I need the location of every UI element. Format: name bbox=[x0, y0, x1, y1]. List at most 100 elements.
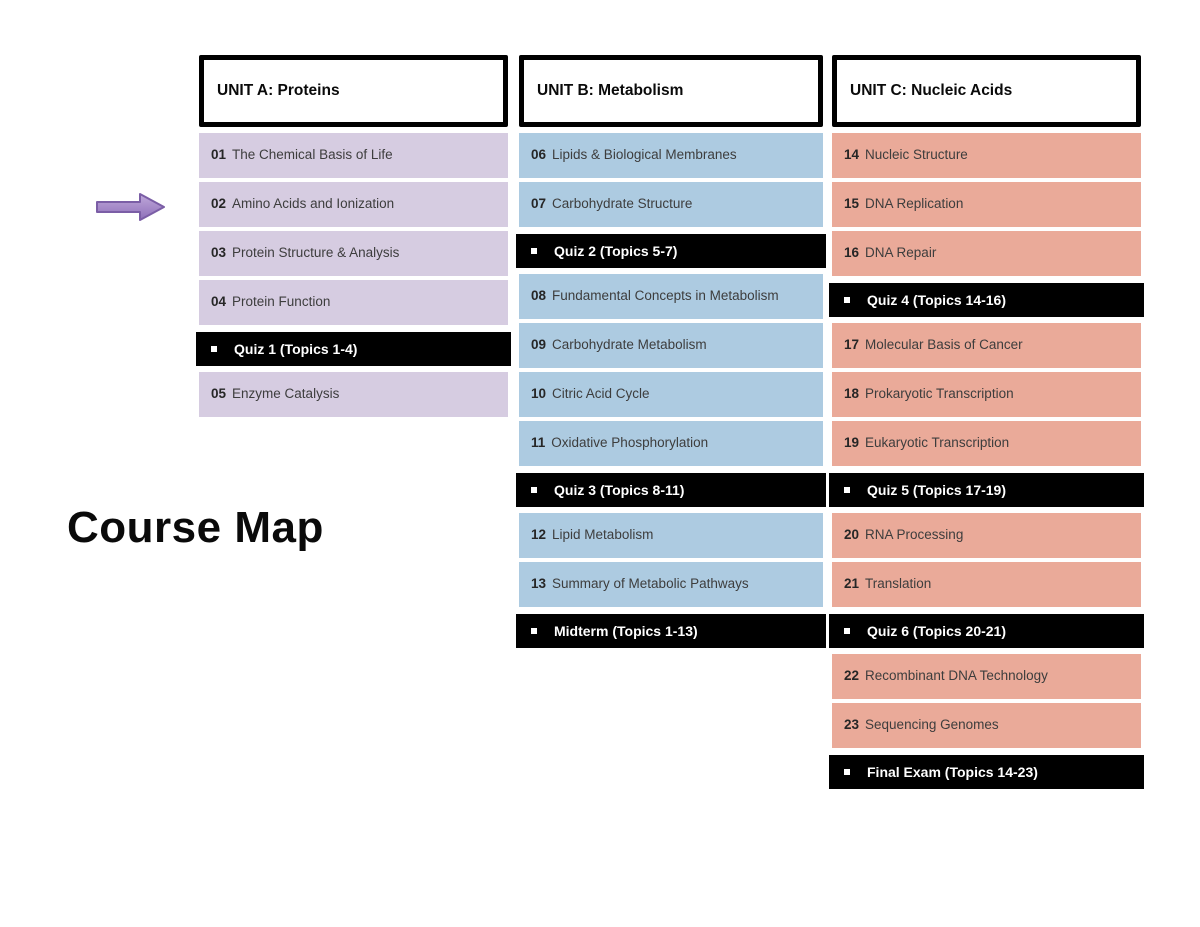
unit-a-column: UNIT A: Proteins 01 The Chemical Basis of… bbox=[196, 55, 511, 417]
topic-title: RNA Processing bbox=[865, 527, 964, 543]
topic-number: 20 bbox=[844, 527, 860, 543]
unit-c-column: UNIT C: Nucleic Acids 14 Nucleic Structur… bbox=[829, 55, 1144, 791]
assessment-label: Quiz 1 (Topics 1-4) bbox=[234, 341, 358, 357]
assessment-label: Quiz 2 (Topics 5-7) bbox=[554, 243, 678, 259]
topic-row-12: 12 Lipid Metabolism bbox=[519, 513, 823, 558]
topic-title: Citric Acid Cycle bbox=[552, 386, 650, 402]
bullet-square-icon bbox=[531, 487, 537, 493]
topic-number: 03 bbox=[211, 245, 227, 261]
topic-row-21: 21 Translation bbox=[832, 562, 1141, 607]
topic-title: DNA Repair bbox=[865, 245, 937, 261]
topic-title: Enzyme Catalysis bbox=[232, 386, 340, 402]
topic-row-20: 20 RNA Processing bbox=[832, 513, 1141, 558]
assessment-row: Quiz 5 (Topics 17-19) bbox=[829, 473, 1144, 507]
topic-title: Fundamental Concepts in Metabolism bbox=[552, 288, 779, 304]
unit-b-header: UNIT B: Metabolism bbox=[519, 55, 823, 127]
topic-title: Recombinant DNA Technology bbox=[865, 668, 1048, 684]
assessment-row: Quiz 2 (Topics 5-7) bbox=[516, 234, 826, 268]
topic-number: 23 bbox=[844, 717, 860, 733]
topic-number: 16 bbox=[844, 245, 860, 261]
topic-number: 13 bbox=[531, 576, 547, 592]
topic-title: Protein Structure & Analysis bbox=[232, 245, 400, 261]
topic-number: 12 bbox=[531, 527, 547, 543]
unit-b-header-label: UNIT B: Metabolism bbox=[537, 82, 684, 99]
topic-number: 04 bbox=[211, 294, 227, 310]
topic-title: Nucleic Structure bbox=[865, 147, 968, 163]
topic-row-01: 01 The Chemical Basis of Life bbox=[199, 133, 508, 178]
bullet-square-icon bbox=[531, 248, 537, 254]
topic-row-14: 14 Nucleic Structure bbox=[832, 133, 1141, 178]
bullet-square-icon bbox=[844, 487, 850, 493]
assessment-row: Midterm (Topics 1-13) bbox=[516, 614, 826, 648]
assessment-label: Midterm (Topics 1-13) bbox=[554, 623, 698, 639]
topic-title: Oxidative Phosphorylation bbox=[551, 435, 709, 451]
topic-row-15: 15 DNA Replication bbox=[832, 182, 1141, 227]
topic-number: 21 bbox=[844, 576, 860, 592]
assessment-label: Quiz 5 (Topics 17-19) bbox=[867, 482, 1006, 498]
topic-number: 06 bbox=[531, 147, 547, 163]
topic-number: 15 bbox=[844, 196, 860, 212]
topic-number: 22 bbox=[844, 668, 860, 684]
topic-title: DNA Replication bbox=[865, 196, 964, 212]
topic-number: 11 bbox=[531, 435, 546, 451]
unit-a-header-label: UNIT A: Proteins bbox=[217, 82, 340, 99]
topic-row-10: 10 Citric Acid Cycle bbox=[519, 372, 823, 417]
topic-title: Prokaryotic Transcription bbox=[865, 386, 1014, 402]
topic-number: 14 bbox=[844, 147, 860, 163]
topic-title: Amino Acids and Ionization bbox=[232, 196, 395, 212]
current-topic-arrow bbox=[95, 191, 167, 223]
assessment-row: Quiz 1 (Topics 1-4) bbox=[196, 332, 511, 366]
right-block-arrow-icon bbox=[96, 193, 165, 221]
topic-title: Carbohydrate Structure bbox=[552, 196, 693, 212]
unit-b-column: UNIT B: Metabolism 06 Lipids & Biological… bbox=[516, 55, 826, 650]
unit-c-rows: 14 Nucleic Structure 15 DNA Replication 16 DN… bbox=[829, 133, 1144, 791]
topic-title: Protein Function bbox=[232, 294, 331, 310]
topic-number: 01 bbox=[211, 147, 227, 163]
topic-row-05: 05 Enzyme Catalysis bbox=[199, 372, 508, 417]
topic-row-08: 08 Fundamental Concepts in Metabolism bbox=[519, 274, 823, 319]
topic-row-22: 22 Recombinant DNA Technology bbox=[832, 654, 1141, 699]
topic-number: 08 bbox=[531, 288, 547, 304]
topic-row-16: 16 DNA Repair bbox=[832, 231, 1141, 276]
topic-row-13: 13 Summary of Metabolic Pathways bbox=[519, 562, 823, 607]
unit-c-header-label: UNIT C: Nucleic Acids bbox=[850, 82, 1013, 99]
topic-title: Summary of Metabolic Pathways bbox=[552, 576, 749, 592]
bullet-square-icon bbox=[211, 346, 217, 352]
topic-number: 05 bbox=[211, 386, 227, 402]
topic-title: Lipid Metabolism bbox=[552, 527, 654, 543]
topic-title: Carbohydrate Metabolism bbox=[552, 337, 707, 353]
bullet-square-icon bbox=[844, 769, 850, 775]
bullet-square-icon bbox=[844, 628, 850, 634]
topic-title: Eukaryotic Transcription bbox=[865, 435, 1010, 451]
assessment-row: Quiz 4 (Topics 14-16) bbox=[829, 283, 1144, 317]
topic-number: 10 bbox=[531, 386, 547, 402]
topic-row-06: 06 Lipids & Biological Membranes bbox=[519, 133, 823, 178]
topic-title: The Chemical Basis of Life bbox=[232, 147, 393, 163]
topic-title: Translation bbox=[865, 576, 932, 592]
assessment-label: Quiz 4 (Topics 14-16) bbox=[867, 292, 1006, 308]
unit-a-header: UNIT A: Proteins bbox=[199, 55, 508, 127]
topic-row-03: 03 Protein Structure & Analysis bbox=[199, 231, 508, 276]
topic-number: 09 bbox=[531, 337, 547, 353]
topic-title: Lipids & Biological Membranes bbox=[552, 147, 737, 163]
topic-row-19: 19 Eukaryotic Transcription bbox=[832, 421, 1141, 466]
topic-row-09: 09 Carbohydrate Metabolism bbox=[519, 323, 823, 368]
topic-number: 07 bbox=[531, 196, 547, 212]
topic-number: 17 bbox=[844, 337, 860, 353]
assessment-label: Final Exam (Topics 14-23) bbox=[867, 764, 1038, 780]
topic-number: 19 bbox=[844, 435, 860, 451]
assessment-row: Quiz 3 (Topics 8-11) bbox=[516, 473, 826, 507]
topic-row-11: 11 Oxidative Phosphorylation bbox=[519, 421, 823, 466]
assessment-label: Quiz 3 (Topics 8-11) bbox=[554, 482, 685, 498]
topic-row-07: 07 Carbohydrate Structure bbox=[519, 182, 823, 227]
assessment-row: Final Exam (Topics 14-23) bbox=[829, 755, 1144, 789]
unit-c-header: UNIT C: Nucleic Acids bbox=[832, 55, 1141, 127]
assessment-row: Quiz 6 (Topics 20-21) bbox=[829, 614, 1144, 648]
